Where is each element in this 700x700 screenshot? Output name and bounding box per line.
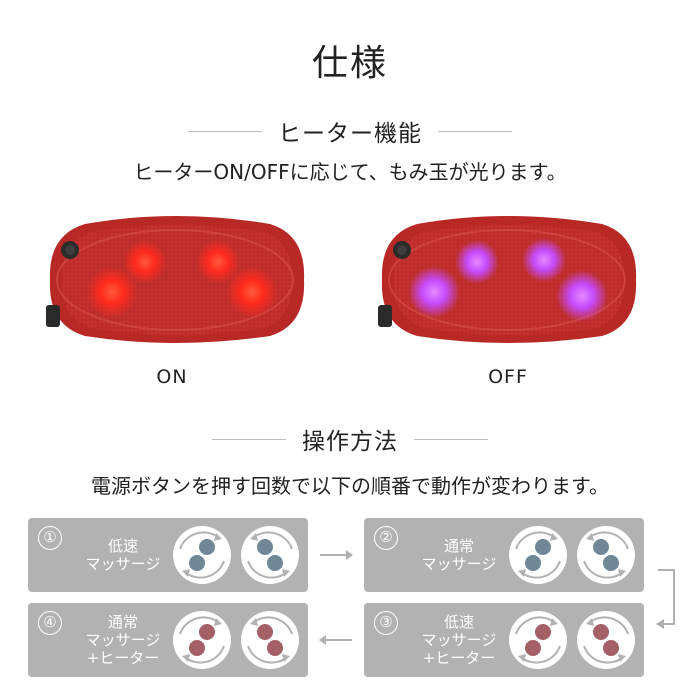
mode-card-2: ② 通常 マッサージ xyxy=(364,518,644,592)
mode-label-line: 通常 xyxy=(107,613,138,631)
mode-label-line: マッサージ xyxy=(85,555,161,573)
rotation-icon-ccw xyxy=(506,608,570,672)
mode-label-line: マッサージ xyxy=(421,555,497,573)
mode-label: 低速 マッサージ +ヒーター xyxy=(394,603,524,677)
heater-heading-label: ヒーター機能 xyxy=(278,121,422,147)
mode-card-3: ③ 低速 マッサージ +ヒーター xyxy=(364,603,644,677)
heater-off-label: OFF xyxy=(488,366,528,388)
mode-label-line: 低速 xyxy=(443,613,474,631)
mode-label-line: 低速 xyxy=(107,537,138,555)
rotation-icon-cw xyxy=(574,523,638,587)
heading-divider-left xyxy=(212,438,286,440)
page-title: 仕様 xyxy=(311,43,388,84)
mode-label-line: 通常 xyxy=(443,537,474,555)
heading-divider-left xyxy=(188,130,262,132)
mode-number: ① xyxy=(38,526,62,550)
arrow-right-icon xyxy=(318,548,354,562)
mode-card-4: ④ 通常 マッサージ +ヒーター xyxy=(28,603,308,677)
pillow-image-on xyxy=(40,210,310,345)
rotation-icon-cw xyxy=(238,523,302,587)
heading-divider-right xyxy=(438,130,512,132)
mode-card-1: ① 低速 マッサージ xyxy=(28,518,308,592)
mode-number: ④ xyxy=(38,611,62,635)
mode-number: ③ xyxy=(374,611,398,635)
pillow-image-off xyxy=(372,210,642,345)
rotation-icon-ccw xyxy=(506,523,570,587)
mode-label-line: +ヒーター xyxy=(86,649,160,667)
heading-divider-right xyxy=(414,438,488,440)
heater-section-heading: ヒーター機能 xyxy=(0,114,700,148)
mode-label: 低速 マッサージ xyxy=(58,518,188,592)
rotation-icon-cw xyxy=(574,608,638,672)
mode-number: ② xyxy=(374,526,398,550)
heater-description: ヒーターON/OFFに応じて、もみ玉が光ります。 xyxy=(133,160,567,184)
arrow-return-icon xyxy=(652,568,680,632)
mode-label: 通常 マッサージ +ヒーター xyxy=(58,603,188,677)
arrow-left-icon xyxy=(318,633,354,647)
mode-label-line: +ヒーター xyxy=(422,649,496,667)
heater-on-label: ON xyxy=(156,366,188,388)
rotation-icon-ccw xyxy=(170,523,234,587)
mode-label: 通常 マッサージ xyxy=(394,518,524,592)
operation-description: 電源ボタンを押す回数で以下の順番で動作が変わります。 xyxy=(91,474,609,498)
mode-label-line: マッサージ xyxy=(85,631,161,649)
operation-section-heading: 操作方法 xyxy=(0,422,700,456)
rotation-icon-ccw xyxy=(170,608,234,672)
rotation-icon-cw xyxy=(238,608,302,672)
mode-label-line: マッサージ xyxy=(421,631,497,649)
operation-heading-label: 操作方法 xyxy=(302,429,398,455)
